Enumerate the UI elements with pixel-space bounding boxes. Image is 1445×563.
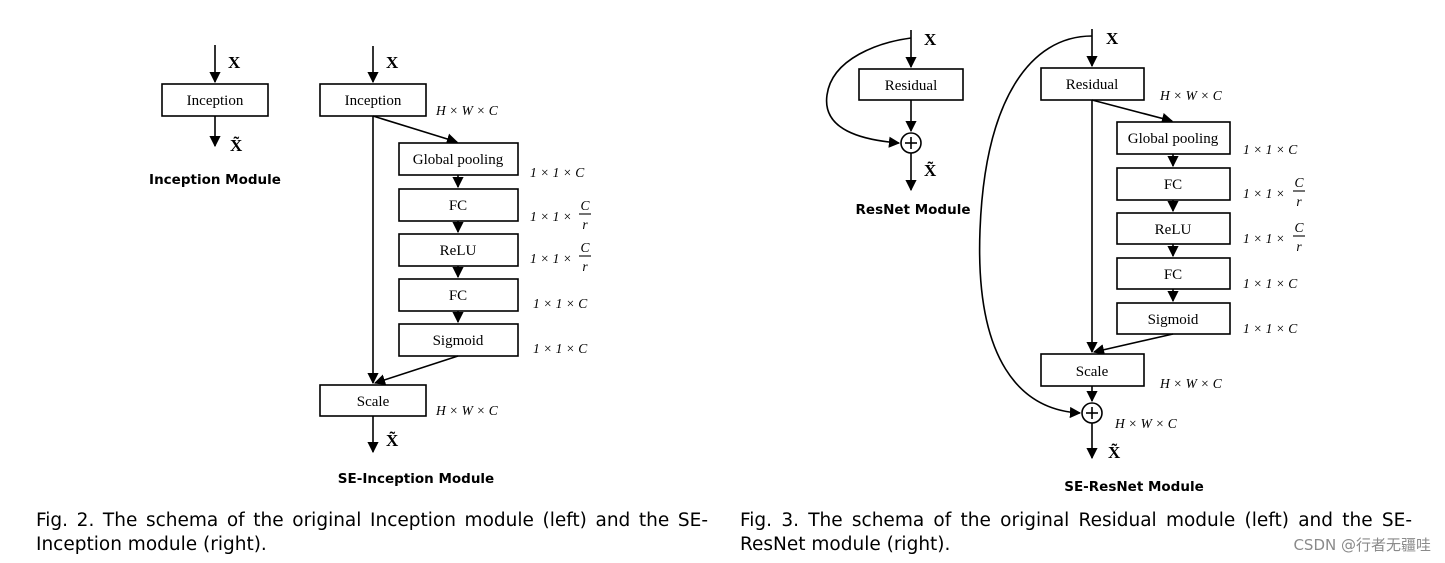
sigmoid-block	[1116, 302, 1231, 335]
global-pooling-block	[1116, 121, 1231, 155]
relu-block	[1116, 212, 1231, 245]
residual-block-label: Residual	[1066, 77, 1119, 93]
figure-2-caption: Fig. 2. The schema of the original Incep…	[36, 510, 708, 555]
fc2-label: FC	[1164, 267, 1182, 283]
fc1-label: FC	[1164, 177, 1182, 193]
fc1-label: FC	[449, 198, 467, 214]
residual-block	[858, 68, 964, 101]
input-x-label: X	[1106, 29, 1119, 48]
excitation-path	[1092, 333, 1174, 356]
sigmoid-label: Sigmoid	[433, 333, 484, 349]
dim-scale: H × W × C	[1159, 376, 1223, 391]
dim-sigmoid: 1 × 1 × C	[1243, 321, 1298, 336]
dim-fc1-prefix: 1 × 1 ×	[530, 209, 572, 224]
dim-residual: H × W × C	[1159, 88, 1223, 103]
inception-block	[319, 83, 427, 117]
output-x-tilde-label: X̃	[230, 135, 243, 155]
inception-module-title: Inception Module	[149, 172, 281, 188]
dim-global-pooling: 1 × 1 × C	[1243, 142, 1298, 157]
dim-fc1-numerator: C	[1294, 175, 1304, 190]
identity-shortcut	[978, 35, 1093, 419]
relu-label: ReLU	[440, 243, 477, 259]
excitation-path	[373, 355, 459, 386]
input-x-label: X	[924, 30, 937, 49]
fc1-block	[1116, 167, 1231, 201]
global-pooling-block	[398, 142, 519, 176]
dim-fc1-denominator: r	[582, 217, 588, 232]
architecture-diagram: X Inception X̃ Inception Module X Incept…	[149, 29, 1305, 495]
inception-module: X Inception X̃ Inception Module	[149, 45, 281, 188]
identity-shortcut	[825, 37, 912, 148]
csdn-watermark: CSDN @行者无疆哇	[1293, 536, 1431, 554]
output-x-tilde-label: X̃	[386, 430, 399, 450]
output-x-tilde-label: X̃	[1108, 442, 1121, 462]
dim-relu-prefix: 1 × 1 ×	[1243, 231, 1285, 246]
inception-block-label: Inception	[345, 93, 402, 109]
dim-sum: H × W × C	[1114, 416, 1178, 431]
fc2-label: FC	[449, 288, 467, 304]
dim-relu-prefix: 1 × 1 ×	[530, 251, 572, 266]
scale-label: Scale	[1076, 364, 1109, 380]
resnet-module: X Residual X̃ ResNet Module	[825, 30, 971, 218]
residual-block-label: Residual	[885, 78, 938, 94]
output-x-tilde-label: X̃	[924, 160, 937, 180]
dim-fc1-denominator: r	[1296, 194, 1302, 209]
residual-block	[1040, 67, 1145, 101]
dim-relu-numerator: C	[580, 240, 590, 255]
se-resnet-module-title: SE-ResNet Module	[1064, 479, 1204, 495]
squeeze-path	[1091, 99, 1174, 124]
relu-block	[398, 233, 519, 267]
dim-scale: H × W × C	[435, 403, 499, 418]
dim-inception: H × W × C	[435, 103, 499, 118]
inception-block-label: Inception	[187, 93, 244, 109]
input-x-label: X	[228, 53, 241, 72]
dim-relu-numerator: C	[1294, 220, 1304, 235]
se-inception-module: X Inception H × W × C Global pooling 1 ×…	[319, 46, 591, 487]
dim-relu-denominator: r	[1296, 239, 1302, 254]
input-x-label: X	[386, 53, 399, 72]
sigmoid-label: Sigmoid	[1148, 312, 1199, 328]
global-pooling-label: Global pooling	[1128, 131, 1219, 147]
se-inception-module-title: SE-Inception Module	[338, 471, 494, 487]
resnet-module-title: ResNet Module	[856, 202, 971, 218]
dim-fc1-prefix: 1 × 1 ×	[1243, 186, 1285, 201]
dim-fc2: 1 × 1 × C	[533, 296, 588, 311]
relu-label: ReLU	[1155, 222, 1192, 238]
se-resnet-module: X Residual H × W × C Global pooling 1 × …	[978, 29, 1305, 495]
scale-label: Scale	[357, 394, 390, 410]
sigmoid-block	[398, 323, 519, 357]
dim-fc1-numerator: C	[580, 198, 590, 213]
dim-fc2: 1 × 1 × C	[1243, 276, 1298, 291]
squeeze-path	[372, 115, 459, 145]
figure-3-caption: Fig. 3. The schema of the original Resid…	[740, 510, 1412, 555]
dim-relu-denominator: r	[582, 259, 588, 274]
fc1-block	[398, 188, 519, 222]
dim-sigmoid: 1 × 1 × C	[533, 341, 588, 356]
dim-global-pooling: 1 × 1 × C	[530, 165, 585, 180]
fc2-block	[1116, 257, 1231, 290]
global-pooling-label: Global pooling	[413, 152, 504, 168]
